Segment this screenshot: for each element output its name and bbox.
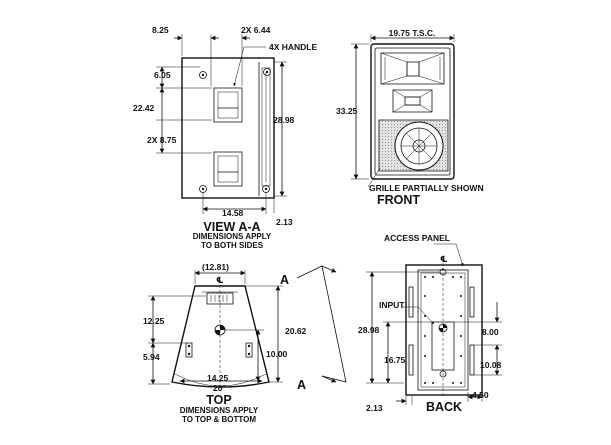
- mid-horn-throat: [404, 96, 421, 106]
- front-outline: [370, 43, 455, 180]
- front-caption: FRONT: [377, 193, 420, 207]
- dim-2x-6-44: 2X 6.44: [241, 25, 271, 35]
- side-outline: [181, 57, 275, 199]
- woofer-spokes: [401, 128, 437, 164]
- front-view: 19.75 T.S.C. 33.25 GRILLE PARTIALLY SHOW…: [336, 28, 484, 207]
- side-view-subcaption: TO BOTH SIDES: [201, 241, 264, 250]
- dim-12-81: (12.81): [202, 262, 229, 272]
- dim-28-98: 28.98: [273, 115, 295, 125]
- side-view-subcaption: DIMENSIONS APPLY: [193, 232, 272, 241]
- fastener-center: [264, 187, 268, 191]
- fastener-icon: [262, 185, 270, 193]
- fitting-bolt: [247, 352, 251, 356]
- upper-handle-grip: [217, 91, 239, 109]
- section-mark-bottom: A: [297, 378, 306, 392]
- dim-2-13-back: 2.13: [366, 403, 383, 413]
- input-label: INPUT: [379, 300, 405, 310]
- upper-handle-recess: [217, 107, 239, 119]
- horn-throat: [406, 61, 420, 77]
- section-line: [296, 265, 347, 383]
- dim-16-75: 16.75: [384, 355, 406, 365]
- horn-detail: [384, 57, 441, 80]
- dim-6-05: 6.05: [154, 70, 171, 80]
- dim-8-00: 8.00: [482, 327, 499, 337]
- fitting-bolt: [247, 344, 251, 348]
- access-panel-leader: [455, 243, 464, 267]
- fastener-icon: [199, 71, 207, 79]
- dim-14-58: 14.58: [222, 208, 244, 218]
- dim-14-25: 14.25: [207, 373, 229, 383]
- top-centerline-symbol: ℄: [216, 275, 224, 285]
- back-centerline-symbol: ℄: [440, 254, 448, 264]
- dim-33-25: 33.25: [336, 106, 358, 116]
- fastener-icon: [263, 68, 271, 76]
- dim-2x-8-75: 2X 8.75: [147, 135, 177, 145]
- horn-outline: [380, 52, 445, 85]
- dim-12-25: 12.25: [143, 316, 165, 326]
- back-caption: BACK: [426, 400, 462, 414]
- dim-5-94: 5.94: [143, 352, 160, 362]
- side-view: 8.25 2X 6.44 4X HANDLE 6.05 22.42 2X 8.7…: [133, 25, 318, 250]
- lower-handle-recess: [217, 171, 239, 183]
- handle-leader: [233, 46, 245, 87]
- dim-angle-20: 20°: [213, 383, 226, 393]
- back-slot-left-lower: [408, 344, 414, 376]
- dim-20-62: 20.62: [285, 326, 307, 336]
- back-slot-right-lower: [469, 344, 475, 376]
- horn-flare: [380, 52, 445, 85]
- back-slot-left-upper: [408, 286, 414, 318]
- dim-10-08: 10.08: [480, 360, 502, 370]
- top-view-subcaption: TO TOP & BOTTOM: [182, 415, 256, 424]
- handle-note: 4X HANDLE: [269, 42, 318, 52]
- top-view-caption: TOP: [206, 393, 231, 407]
- section-arrow: [321, 375, 337, 383]
- dim-8-25: 8.25: [152, 25, 169, 35]
- top-handle-slots: [210, 295, 228, 302]
- grille-leader: [367, 167, 381, 188]
- dim-4-50: 4.50: [472, 390, 489, 400]
- dim-10-00: 10.00: [266, 349, 288, 359]
- top-view-subcaption: DIMENSIONS APPLY: [180, 406, 259, 415]
- top-outline: [171, 285, 270, 388]
- side-view-caption: VIEW A-A: [203, 220, 260, 234]
- lower-handle-grip: [217, 155, 239, 173]
- side-grille-strip: [261, 67, 271, 187]
- grille-note: GRILLE PARTIALLY SHOWN: [369, 183, 484, 193]
- fastener-center: [201, 187, 205, 191]
- top-view: ℄ A A (12.81) 12.25 20.62 5.94 10.00 14.…: [143, 262, 347, 424]
- fastener-icon: [199, 185, 207, 193]
- top-fitting-left: [185, 342, 193, 358]
- top-fitting-right: [245, 342, 253, 358]
- back-slot-right-upper: [469, 286, 475, 318]
- dim-2-13: 2.13: [276, 217, 293, 227]
- fastener-center: [265, 70, 269, 74]
- upper-handle: [213, 87, 243, 123]
- fitting-bolt: [187, 344, 191, 348]
- mid-horn-flare: [392, 89, 433, 113]
- input-leader: [417, 306, 435, 325]
- angle-arc: [174, 373, 267, 387]
- dim-28-98-back: 28.98: [358, 325, 380, 335]
- lower-handle: [213, 151, 243, 187]
- woofer-dustcap: [412, 139, 426, 153]
- section-arrow: [321, 265, 337, 273]
- front-baffle: [374, 47, 451, 176]
- dim-19-75: 19.75 T.S.C.: [389, 28, 436, 38]
- back-view: ℄ ACCESS PANEL INPUT 28.98 16.75 8.00 10…: [358, 233, 502, 414]
- back-outline: [405, 264, 483, 396]
- section-mark-top: A: [280, 273, 289, 287]
- fastener-center: [201, 73, 205, 77]
- dim-22-42: 22.42: [133, 103, 155, 113]
- panel-screws: [424, 276, 462, 384]
- access-panel-label: ACCESS PANEL: [384, 233, 450, 243]
- fitting-bolt: [187, 352, 191, 356]
